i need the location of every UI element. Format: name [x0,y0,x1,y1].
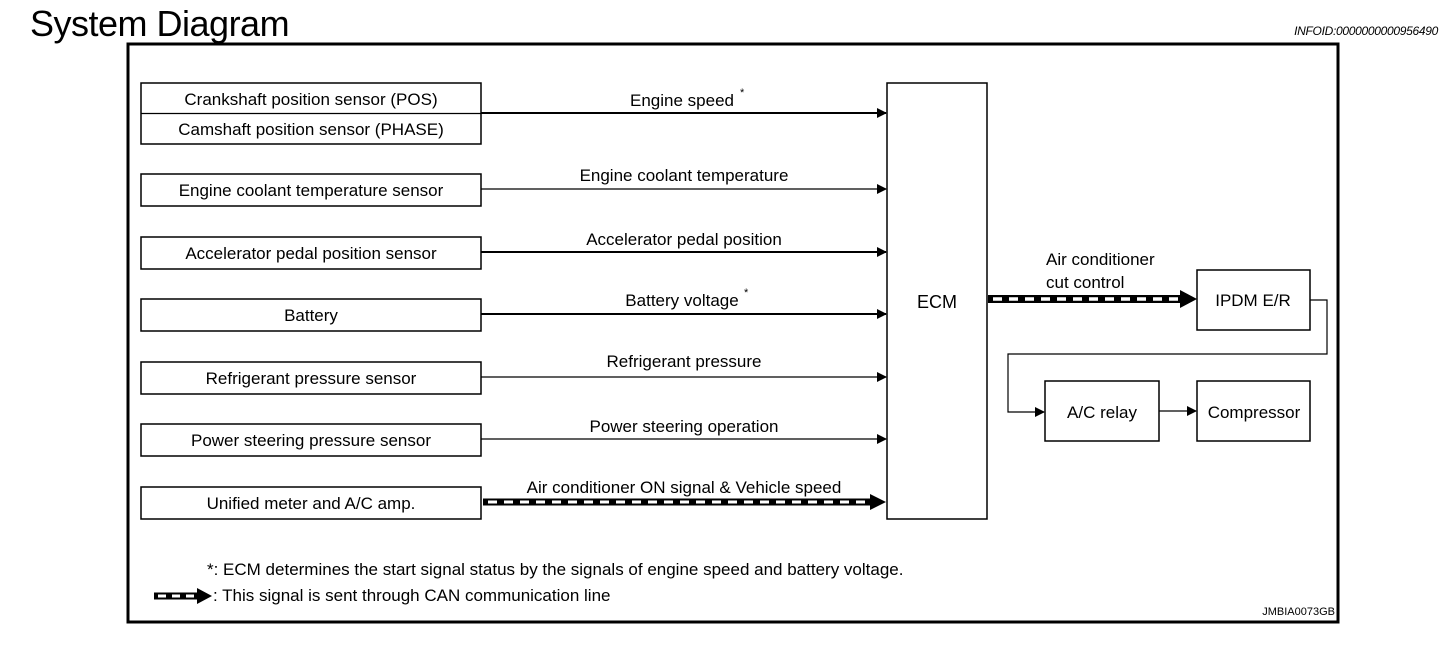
input-box-coolant: Engine coolant temperature sensor [140,173,482,207]
ac-relay-box: A/C relay [1044,380,1160,442]
input-box-unified-meter: Unified meter and A/C amp. [140,486,482,520]
compressor-label: Compressor [1208,403,1301,422]
signal-accelerator-position: Accelerator pedal position [481,230,887,257]
can-legend-icon [154,588,212,604]
input-box-power-steering: Power steering pressure sensor [140,423,482,457]
input-label-power-steering: Power steering pressure sensor [191,431,431,450]
signal-label-ac-on-vehicle-speed: Air conditioner ON signal & Vehicle spee… [527,478,842,497]
input-label-coolant: Engine coolant temperature sensor [179,181,444,200]
input-label-battery: Battery [284,306,338,325]
input-label-unified-meter: Unified meter and A/C amp. [207,494,416,513]
input-box-refrigerant: Refrigerant pressure sensor [140,361,482,395]
signal-battery-voltage: Battery voltage * [481,287,887,319]
asterisk-note: *: ECM determines the start signal statu… [207,560,903,579]
ecm-box: ECM [886,82,988,520]
info-id: INFOID:0000000000956490 [1294,24,1438,38]
signal-label-refrigerant-pressure: Refrigerant pressure [607,352,762,371]
signal-power-steering: Power steering operation [481,417,887,444]
input-label-camshaft: Camshaft position sensor (PHASE) [178,120,444,139]
input-label-refrigerant: Refrigerant pressure sensor [206,369,417,388]
signal-ac-cut-control: Air conditioner cut control [988,250,1197,308]
diagram-frame [126,42,1340,624]
input-label-accelerator: Accelerator pedal position sensor [185,244,437,263]
input-box-crank-cam: Crankshaft position sensor (POS) Camshaf… [140,82,482,145]
input-box-accelerator: Accelerator pedal position sensor [140,236,482,270]
input-box-battery: Battery [140,298,482,332]
signal-mark-battery-voltage: * [744,287,749,299]
signal-label-accelerator-position: Accelerator pedal position [586,230,782,249]
signal-refrigerant-pressure: Refrigerant pressure [481,352,887,382]
signal-label-power-steering: Power steering operation [589,417,778,436]
ac-relay-label: A/C relay [1067,403,1137,422]
can-note: : This signal is sent through CAN commun… [213,586,610,605]
ecm-label: ECM [917,292,957,312]
ipdm-to-relay-line [1007,299,1328,417]
ipdm-box: IPDM E/R [1196,269,1311,331]
signal-ac-on-vehicle-speed: Air conditioner ON signal & Vehicle spee… [483,478,886,510]
input-label-crankshaft: Crankshaft position sensor (POS) [184,90,437,109]
figure-code: JMBIA0073GB [1262,606,1335,618]
signal-coolant-temperature: Engine coolant temperature [481,166,887,194]
signal-mark-engine-speed: * [740,87,745,99]
output-label-line1: Air conditioner [1046,250,1155,269]
compressor-box: Compressor [1196,380,1311,442]
signal-engine-speed: Engine speed * [481,87,887,118]
signal-label-coolant-temperature: Engine coolant temperature [580,166,789,185]
signal-label-engine-speed: Engine speed [630,91,734,110]
ipdm-label: IPDM E/R [1215,291,1291,310]
output-label-line2: cut control [1046,273,1124,292]
page-title: System Diagram [30,3,290,44]
signal-label-battery-voltage: Battery voltage [625,291,738,310]
